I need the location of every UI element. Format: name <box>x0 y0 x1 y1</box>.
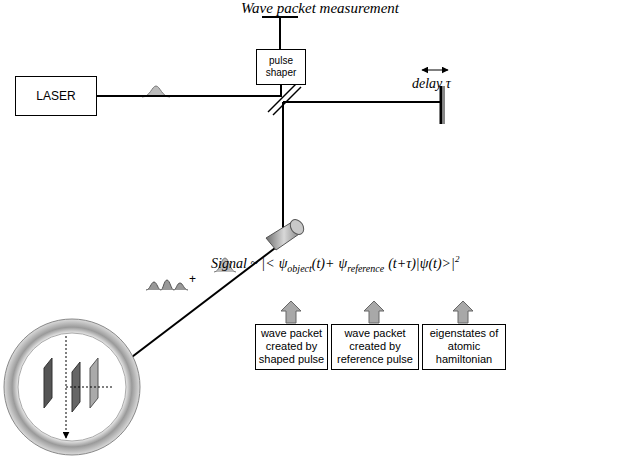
vacuum-chamber <box>4 319 140 455</box>
beam <box>283 101 440 103</box>
laser-box: LASER <box>15 76 97 116</box>
delay-mirror <box>440 86 443 124</box>
node-text: LASER <box>20 89 92 103</box>
shaped-pulse <box>146 280 188 290</box>
caption-box: eigenstates of atomic hamiltonian <box>422 324 506 370</box>
pulse-shaper-box: pulse shaper <box>256 49 306 85</box>
plus-sign: + <box>189 272 196 286</box>
diagram-title: Wave packet measurement <box>241 0 399 17</box>
formula-part: (t+τ)|ψ(t)>| <box>388 256 455 272</box>
node-text: eigenstates of atomic hamiltonian <box>425 327 503 367</box>
caption-box: wave packet created by shaped pulse <box>255 324 328 370</box>
formula-part: ψ <box>279 256 288 272</box>
formula-part: ψ <box>338 256 347 272</box>
caption-box: wave packet created by reference pulse <box>331 324 419 370</box>
electrode-plates <box>44 358 98 412</box>
formula-part: Signal ~ |< <box>211 256 275 272</box>
ion-path <box>66 387 112 388</box>
signal-formula: Signal ~ |<ψobject(t)+ψreference(t+τ)|ψ(… <box>211 256 459 272</box>
formula-part: reference <box>347 263 384 274</box>
delay-arrow <box>422 70 448 71</box>
node-text: wave packet created by shaped pulse <box>258 327 325 367</box>
beam <box>279 17 281 49</box>
delay-label: delay τ <box>412 76 451 92</box>
beam <box>282 102 284 228</box>
node-text: wave packet created by reference pulse <box>334 327 416 367</box>
laser-beam <box>97 85 281 96</box>
formula-part: (t)+ <box>312 256 335 272</box>
pointer-arrow <box>281 301 473 323</box>
formula-part: object <box>287 263 311 274</box>
formula-part: 2 <box>455 254 460 264</box>
delay-mirror <box>443 86 445 124</box>
node-text: pulse shaper <box>259 55 303 79</box>
lens <box>266 217 307 250</box>
